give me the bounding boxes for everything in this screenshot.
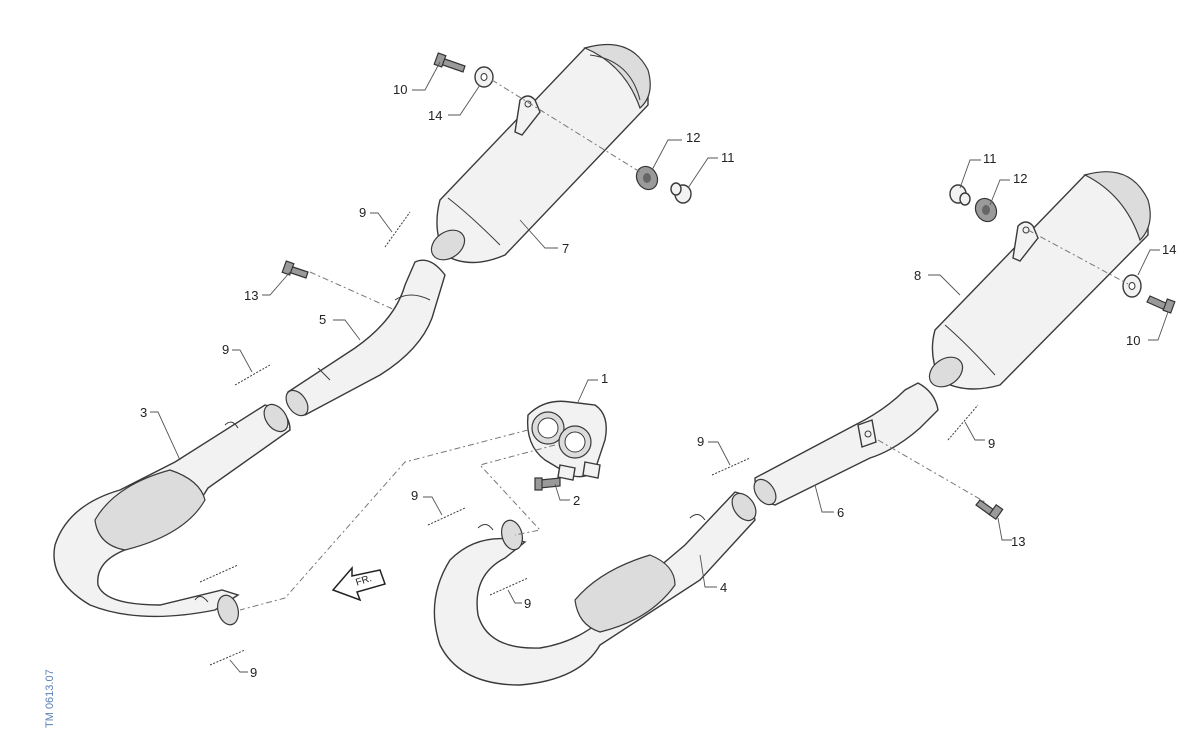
callout-14: 14 xyxy=(1162,242,1176,257)
mounting-bolt-right xyxy=(1146,295,1176,314)
callout-7: 7 xyxy=(562,241,569,256)
callout-9: 9 xyxy=(524,596,531,611)
rubber-grommet-left xyxy=(635,165,659,191)
spring xyxy=(234,364,271,386)
direction-label: FR. xyxy=(354,573,373,588)
spring xyxy=(199,564,239,583)
right-link-pipe xyxy=(753,382,939,506)
reference-code: TM 0613.07 xyxy=(44,669,56,728)
mounting-bolt-left xyxy=(433,52,466,73)
spring xyxy=(711,457,751,476)
spring xyxy=(427,507,466,526)
rubber-grommet-right xyxy=(974,197,998,223)
assembly-lines xyxy=(239,79,1129,611)
left-header-pipe xyxy=(53,403,291,626)
bushing-left xyxy=(670,182,692,204)
right-silencer xyxy=(928,171,1151,390)
callout-13: 13 xyxy=(244,288,258,303)
callout-9: 9 xyxy=(359,205,366,220)
callout-1: 1 xyxy=(601,371,608,386)
clamp-bolt-left xyxy=(281,260,309,279)
callout-9: 9 xyxy=(697,434,704,449)
callout-12: 12 xyxy=(1013,171,1027,186)
washer-right xyxy=(1122,274,1142,298)
callout-9: 9 xyxy=(988,436,995,451)
callout-10: 10 xyxy=(393,82,407,97)
left-link-pipe xyxy=(285,259,446,417)
callout-10: 10 xyxy=(1126,333,1140,348)
spring xyxy=(947,404,979,441)
spring xyxy=(209,649,246,666)
left-silencer xyxy=(430,43,651,264)
callout-9: 9 xyxy=(250,665,257,680)
leader-lines xyxy=(150,61,1169,673)
right-header-pipe xyxy=(433,491,757,686)
clamp-bolt-right xyxy=(975,499,1004,521)
exhaust-flange-manifold xyxy=(526,400,607,481)
callout-11: 11 xyxy=(983,151,997,166)
callout-9: 9 xyxy=(411,488,418,503)
bushing-right xyxy=(949,184,971,206)
washer-left xyxy=(474,66,494,88)
callout-8: 8 xyxy=(914,268,921,283)
callout-4: 4 xyxy=(720,580,727,595)
callout-13: 13 xyxy=(1011,534,1025,549)
callout-3: 3 xyxy=(140,405,147,420)
callout-12: 12 xyxy=(686,130,700,145)
callout-9: 9 xyxy=(222,342,229,357)
callout-6: 6 xyxy=(837,505,844,520)
callout-2: 2 xyxy=(573,493,580,508)
spring xyxy=(384,211,411,248)
callout-14: 14 xyxy=(428,108,442,123)
callout-5: 5 xyxy=(319,312,326,327)
front-direction-arrow: FR. xyxy=(331,565,386,602)
callouts: 10 14 12 11 7 9 13 5 9 3 1 2 9 9 9 4 9 6… xyxy=(140,82,1176,680)
callout-11: 11 xyxy=(721,150,735,165)
